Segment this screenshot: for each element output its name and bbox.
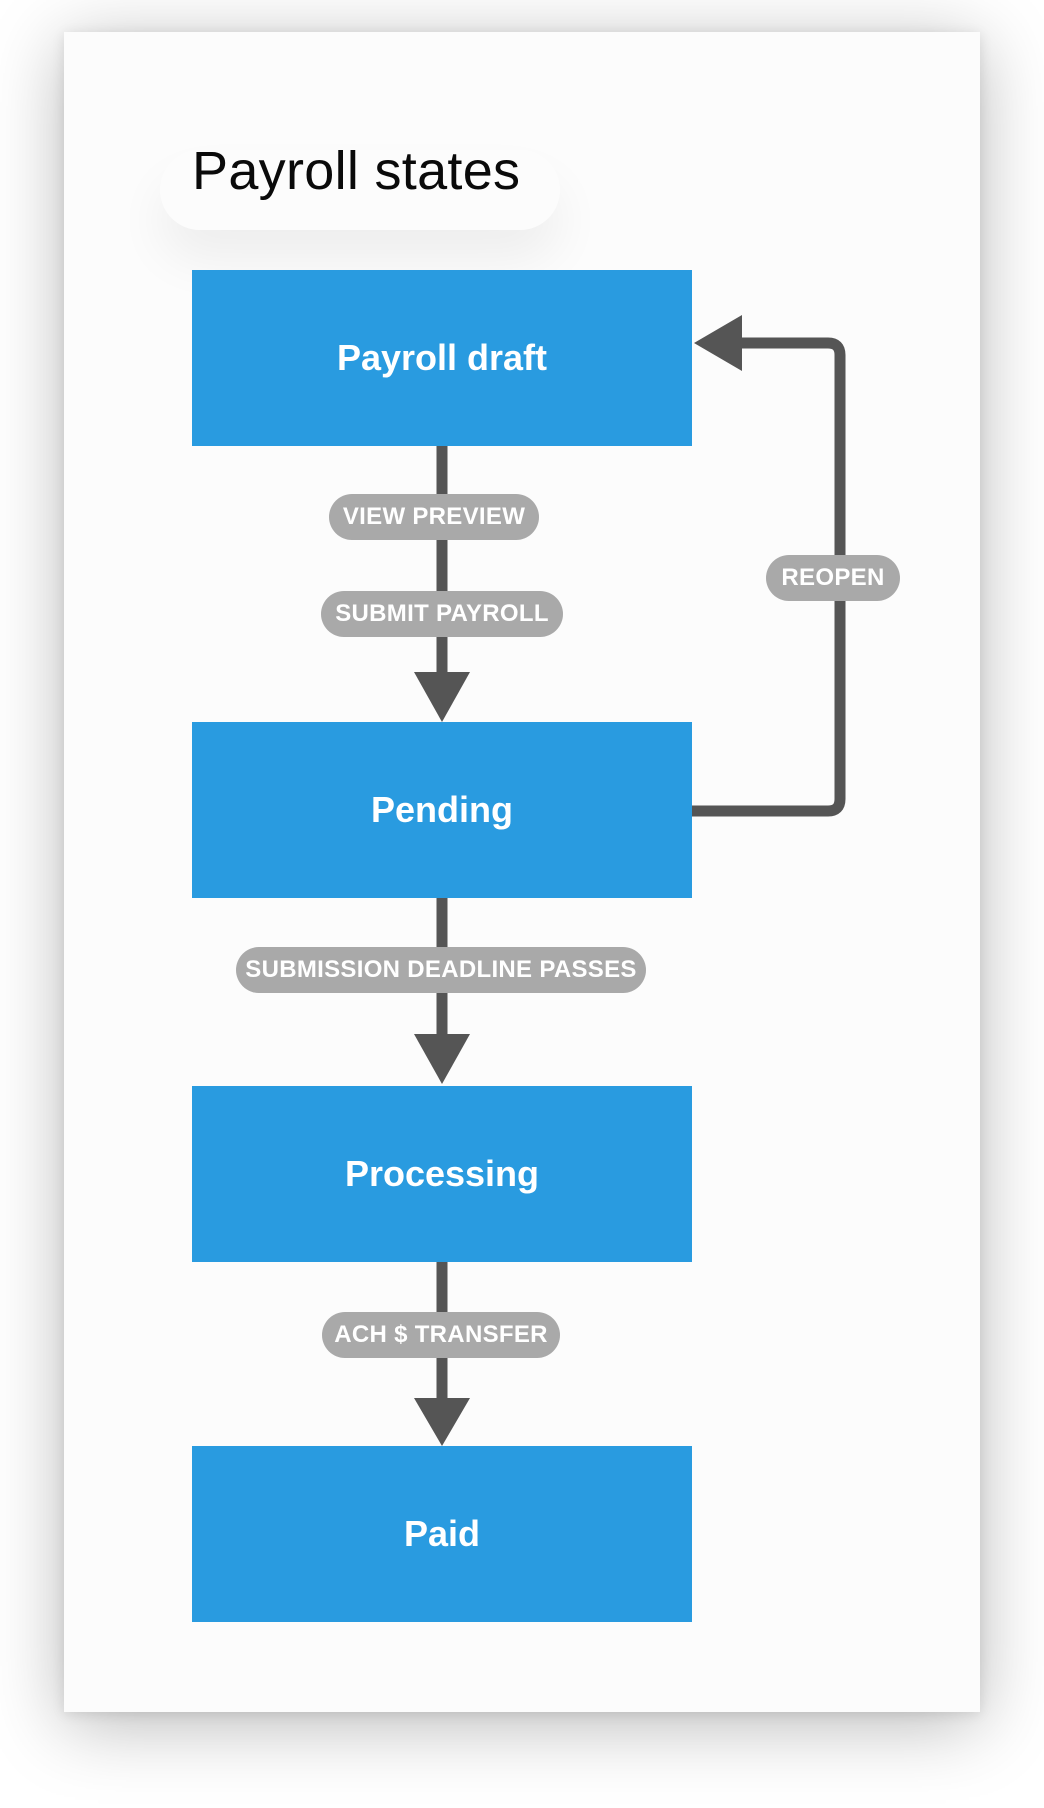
transition-label-view-preview: VIEW PREVIEW <box>329 494 539 540</box>
state-processing: Processing <box>192 1086 692 1262</box>
transition-label-reopen: REOPEN <box>766 555 900 601</box>
transition-label-ach-transfer: ACH $ TRANSFER <box>322 1312 560 1358</box>
state-payroll-draft: Payroll draft <box>192 270 692 446</box>
state-paid: Paid <box>192 1446 692 1622</box>
arrowhead-processing <box>414 1034 470 1084</box>
arrowhead-draft <box>694 315 742 371</box>
arrowhead-paid <box>414 1398 470 1446</box>
diagram-title: Payroll states <box>192 141 521 201</box>
state-pending: Pending <box>192 722 692 898</box>
transition-label-submit-payroll: SUBMIT PAYROLL <box>321 591 563 637</box>
arrowhead-pending <box>414 672 470 722</box>
transition-label-submission-deadline-passes: SUBMISSION DEADLINE PASSES <box>236 947 646 993</box>
